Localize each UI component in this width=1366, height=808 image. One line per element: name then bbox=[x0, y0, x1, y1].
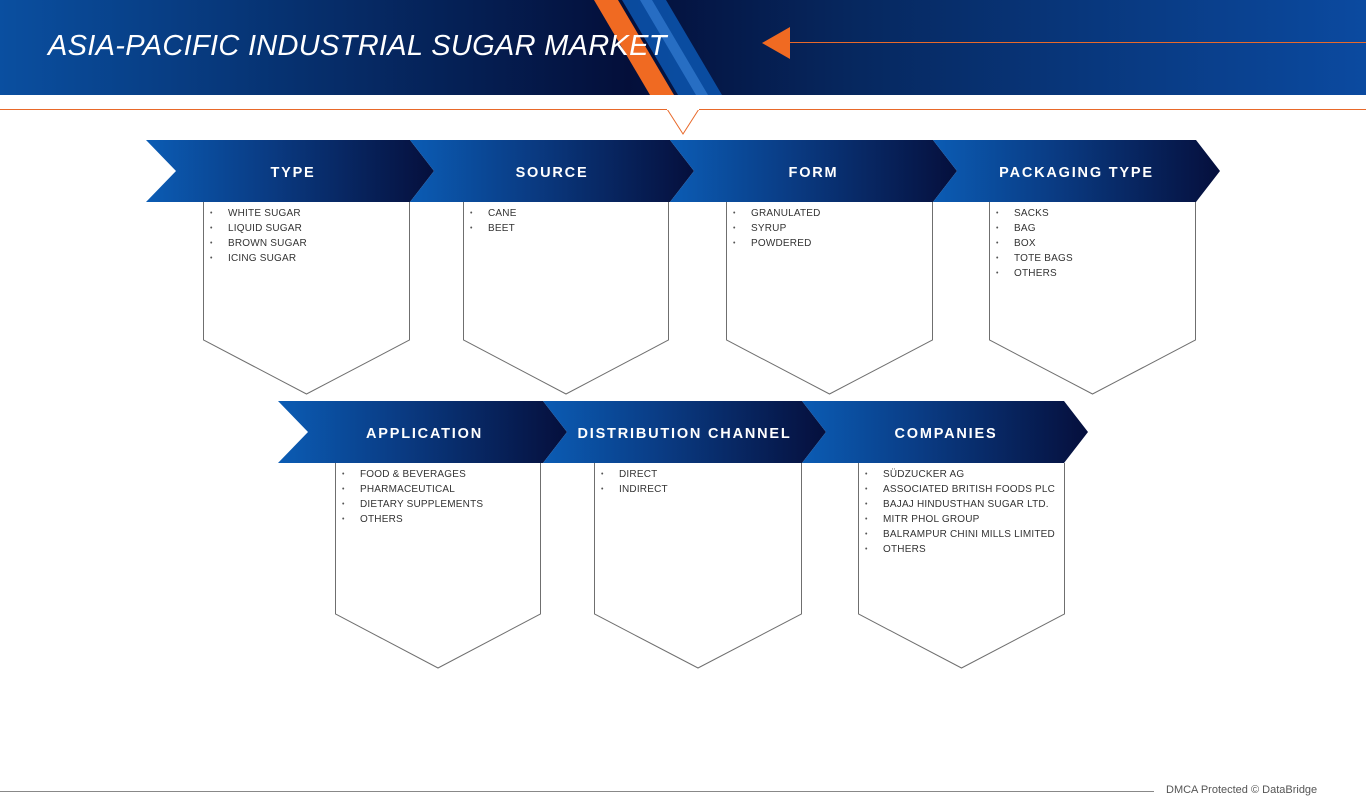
segment-item-list: WHITE SUGARLIQUID SUGARBROWN SUGARICING … bbox=[209, 206, 402, 266]
segment-header-arrow bbox=[146, 140, 434, 202]
footer-rule bbox=[0, 791, 1154, 792]
footer-copyright: DMCA Protected © DataBridge bbox=[1166, 784, 1318, 796]
page-title: ASIA-PACIFIC INDUSTRIAL SUGAR MARKET bbox=[48, 30, 667, 62]
list-item: OTHERS bbox=[341, 512, 533, 527]
segment-card: CANEBEET bbox=[463, 202, 669, 395]
segment-title: TYPE bbox=[270, 165, 316, 181]
list-item: DIRECT bbox=[600, 467, 794, 482]
segment-item-list: GRANULATEDSYRUPPOWDERED bbox=[732, 206, 925, 251]
list-item: SYRUP bbox=[732, 221, 925, 236]
header-banner: ASIA-PACIFIC INDUSTRIAL SUGAR MARKET bbox=[0, 0, 1366, 95]
list-item: BROWN SUGAR bbox=[209, 236, 402, 251]
list-item: ASSOCIATED BRITISH FOODS PLC bbox=[864, 482, 1057, 497]
diagonal-stripes-decoration bbox=[594, 0, 722, 95]
list-item: DIETARY SUPPLEMENTS bbox=[341, 497, 533, 512]
segment-title: FORM bbox=[788, 165, 839, 181]
list-item: ICING SUGAR bbox=[209, 251, 402, 266]
list-item: TOTE BAGS bbox=[995, 251, 1188, 266]
list-item: BALRAMPUR CHINI MILLS LIMITED bbox=[864, 527, 1057, 542]
segment-card: DIRECTINDIRECT bbox=[594, 463, 802, 669]
list-item: FOOD & BEVERAGES bbox=[341, 467, 533, 482]
segment-header-arrow bbox=[543, 401, 826, 463]
list-item: WHITE SUGAR bbox=[209, 206, 402, 221]
list-item: CANE bbox=[469, 206, 661, 221]
segment-header-arrow bbox=[802, 401, 1088, 463]
list-item: LIQUID SUGAR bbox=[209, 221, 402, 236]
segment-item-list: SÜDZUCKER AGASSOCIATED BRITISH FOODS PLC… bbox=[864, 467, 1057, 557]
list-item: BAJAJ HINDUSTHAN SUGAR LTD. bbox=[864, 497, 1057, 512]
segment-header-arrow bbox=[670, 140, 957, 202]
segment-header-arrow bbox=[410, 140, 694, 202]
segment-title: SOURCE bbox=[515, 165, 589, 181]
segment-item-list: FOOD & BEVERAGESPHARMACEUTICALDIETARY SU… bbox=[341, 467, 533, 527]
list-item: OTHERS bbox=[995, 266, 1188, 281]
header-rule bbox=[790, 42, 1366, 43]
segment-header-arrow bbox=[278, 401, 567, 463]
card-outline bbox=[463, 202, 669, 395]
segment-item-list: DIRECTINDIRECT bbox=[600, 467, 794, 497]
segment-item-list: SACKSBAGBOXTOTE BAGSOTHERS bbox=[995, 206, 1188, 281]
list-item: SÜDZUCKER AG bbox=[864, 467, 1057, 482]
segment-card: FOOD & BEVERAGESPHARMACEUTICALDIETARY SU… bbox=[335, 463, 541, 669]
list-item: POWDERED bbox=[732, 236, 925, 251]
list-item: PHARMACEUTICAL bbox=[341, 482, 533, 497]
list-item: BEET bbox=[469, 221, 661, 236]
list-item: BAG bbox=[995, 221, 1188, 236]
list-item: MITR PHOL GROUP bbox=[864, 512, 1057, 527]
list-item: INDIRECT bbox=[600, 482, 794, 497]
segment-title: DISTRIBUTION CHANNEL bbox=[577, 426, 792, 442]
segment-item-list: CANEBEET bbox=[469, 206, 661, 236]
segment-card: WHITE SUGARLIQUID SUGARBROWN SUGARICING … bbox=[203, 202, 410, 395]
segment-card: SÜDZUCKER AGASSOCIATED BRITISH FOODS PLC… bbox=[858, 463, 1065, 669]
segment-card: GRANULATEDSYRUPPOWDERED bbox=[726, 202, 933, 395]
segment-header-arrow bbox=[933, 140, 1220, 202]
list-item: BOX bbox=[995, 236, 1188, 251]
arrow-left-icon bbox=[762, 27, 790, 59]
card-outline bbox=[594, 463, 802, 669]
list-item: OTHERS bbox=[864, 542, 1057, 557]
list-item: SACKS bbox=[995, 206, 1188, 221]
list-item: GRANULATED bbox=[732, 206, 925, 221]
segment-title: PACKAGING TYPE bbox=[999, 165, 1154, 181]
segment-title: APPLICATION bbox=[365, 426, 483, 442]
chevron-down-icon bbox=[667, 109, 699, 135]
segment-card: SACKSBAGBOXTOTE BAGSOTHERS bbox=[989, 202, 1196, 395]
segment-title: COMPANIES bbox=[894, 426, 998, 442]
